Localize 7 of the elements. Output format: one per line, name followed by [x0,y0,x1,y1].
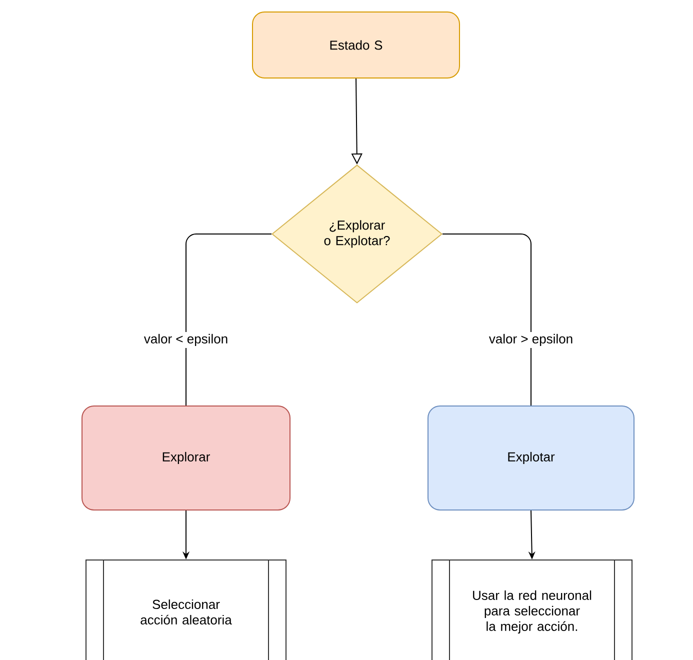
edge-label: valor > epsilon [486,332,576,348]
process-box: Usar la red neuronal para seleccionar la mejor acción. [432,559,632,660]
process-box: Seleccionar acción aleatoria [86,559,286,660]
state-box: Estado S [252,12,460,78]
rounded-box: Explorar [82,406,290,510]
rounded-box: Explotar [428,406,634,510]
edge-label: valor < epsilon [142,332,230,348]
